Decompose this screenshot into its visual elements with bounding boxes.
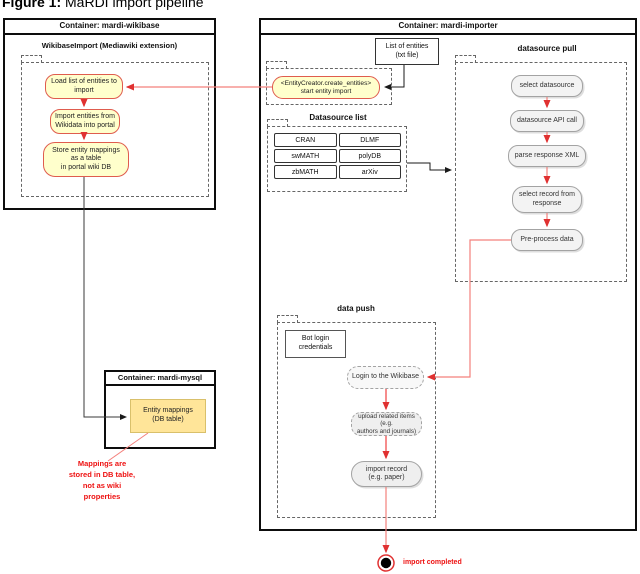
node-select-datasource: select datasource (511, 75, 583, 97)
mappings-note: Mappings are stored in DB table, not as … (68, 459, 136, 501)
figure-caption-text: MaRDI import pipeline (61, 0, 204, 10)
node-login-wikibase: Login to the Wikibase (347, 366, 424, 389)
node-datasource-api-call: datasource API call (510, 110, 584, 132)
datasource-grid: CRAN DLMF swMATH polyDB zbMATH arXiv (274, 133, 401, 179)
end-state-outer-circle (377, 554, 395, 572)
node-load-list-of-entities: Load list of entities to import (45, 74, 123, 99)
datasource-list-package (267, 126, 407, 192)
box-bot-login-credentials: Bot login credentials (285, 330, 346, 358)
figure-caption-number: Figure 1: (2, 0, 62, 10)
node-upload-related-items: upload related items (e.g. authors and j… (351, 412, 422, 436)
node-store-entity-mappings: Store entity mappings as a table in port… (43, 142, 129, 177)
box-list-of-entities: List of entities (txt file) (375, 38, 439, 65)
container-mardi-importer-title: Container: mardi-importer (261, 20, 635, 35)
datasource-list-label: Datasource list (309, 113, 367, 122)
entity-creator-package-tab (266, 61, 287, 69)
wikibaseimport-package-tab (21, 55, 42, 63)
data-push-label: data push (337, 304, 375, 313)
node-import-record: import record (e.g. paper) (351, 461, 422, 487)
node-pre-process-data: Pre-process data (511, 229, 583, 251)
end-state-inner-circle (380, 557, 392, 569)
datasource-list-package-tab (267, 119, 288, 127)
data-push-package-tab (277, 315, 298, 323)
data-push-package (277, 322, 436, 518)
datasource-cell-cran: CRAN (274, 133, 337, 147)
node-parse-response-xml: parse response XML (508, 145, 586, 167)
datasource-cell-polydb: polyDB (338, 149, 401, 163)
container-mardi-mysql-title: Container: mardi-mysql (106, 372, 214, 387)
datasource-cell-dlmf: DLMF (338, 133, 401, 147)
box-entity-mappings: Entity mappings (DB table) (130, 399, 206, 433)
datasource-pull-package (455, 62, 627, 282)
container-mardi-wikibase-title: Container: mardi-wikibase (5, 20, 214, 35)
wikibaseimport-subtitle: WikibaseImport (Mediawiki extension) (41, 41, 178, 50)
node-entity-creator: <EntityCreator.create_entities> start en… (272, 76, 380, 99)
node-select-record: select record from response (512, 186, 582, 213)
datasource-pull-label: datasource pull (517, 44, 577, 53)
datasource-cell-zbmath: zbMATH (274, 165, 337, 179)
datasource-cell-swmath: swMATH (274, 149, 337, 163)
node-import-entities: Import entities from Wikidata into porta… (50, 109, 120, 134)
datasource-pull-package-tab (455, 55, 476, 63)
import-completed-label: import completed (403, 559, 462, 566)
figure-caption: Figure 1: MaRDI import pipeline (2, 0, 204, 10)
datasource-cell-arxiv: arXiv (338, 165, 401, 179)
